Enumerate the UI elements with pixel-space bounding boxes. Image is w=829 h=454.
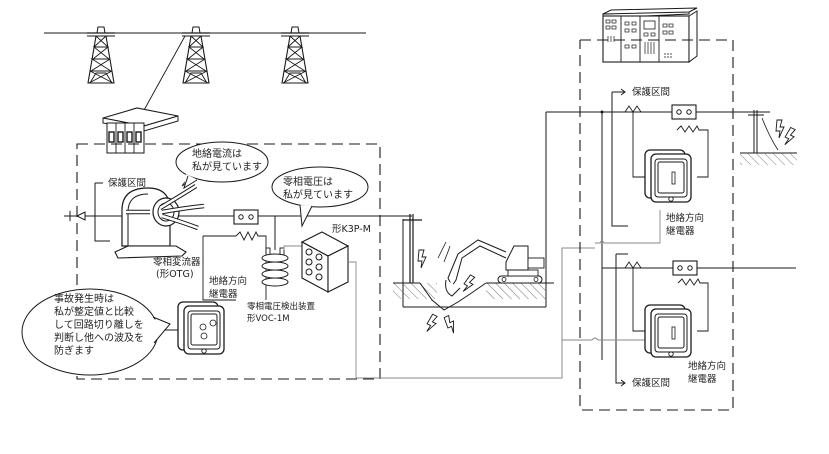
protection-zone-label-right-bottom: 保護区間 <box>632 378 671 389</box>
transmission-tower-icon <box>86 26 116 84</box>
voc-name-label: 零相電圧検出装置 <box>247 302 316 312</box>
k3p-model-label: 形K3P-M <box>332 224 371 235</box>
feeder-bottom <box>561 248 796 387</box>
distribution-pole-fault-icon <box>740 110 798 165</box>
bubble-voltage-line2: 私が見ています <box>283 190 353 201</box>
speech-bubble-zct <box>175 141 269 190</box>
transmission-tower-icon <box>181 26 211 84</box>
bubble-voltage-line1: 零相電圧は <box>283 177 333 188</box>
transmission-tower-icon <box>280 26 310 84</box>
bubble-zct-line1: 地絡電流は <box>192 149 242 160</box>
ground-directional-relay-icon <box>177 301 225 355</box>
relay-right-top-label-2: 継電器 <box>666 226 695 237</box>
bubble-zct-line2: 私が見ています <box>192 162 262 173</box>
cubicle-icon <box>102 107 179 154</box>
circuit-breaker-icon <box>672 260 698 276</box>
protection-zone-boundary-right <box>579 39 734 411</box>
bubble-relay-line4: 判断し他への波及を <box>54 333 144 344</box>
relay-right-bottom-label-2: 継電器 <box>688 374 717 385</box>
lightning-bolt-icon <box>775 119 785 139</box>
bubble-relay-line3: して回路切り離しを <box>54 320 144 331</box>
transmission-line <box>44 26 366 113</box>
ground-directional-relay-icon <box>644 149 692 203</box>
ground-directional-relay-icon <box>644 304 692 358</box>
relay-right-top-label-1: 地絡方向 <box>666 213 705 224</box>
feeder-top <box>546 88 758 360</box>
circuit-breker-icon <box>671 104 697 120</box>
zct-name-label: 零相変流器 <box>153 257 201 268</box>
zero-phase-voltage-detector-icon <box>261 216 305 287</box>
excavator-icon <box>445 239 545 297</box>
relay-left-label-2: 継電器 <box>209 289 238 300</box>
bubble-relay-line5: 防ぎます <box>54 346 94 357</box>
ground-fault-scene <box>380 112 554 335</box>
relay-right-bottom-label-1: 地絡方向 <box>688 361 727 372</box>
bubble-relay-line1: 事故発生時は <box>54 294 114 305</box>
speech-bubble-voltage <box>271 166 369 228</box>
k3p-m-unit-icon <box>300 231 357 378</box>
circuit-breaker-icon <box>233 209 259 225</box>
speech-bubble-relay <box>21 288 171 376</box>
protection-zone-label-right-top: 保護区間 <box>632 87 671 98</box>
relay-left-label-1: 地絡方向 <box>209 276 248 287</box>
bubble-relay-line2: 私が整定値と比較 <box>54 307 134 318</box>
lightning-bolt-icon <box>781 126 798 148</box>
protection-zone-label: 保護区間 <box>108 178 147 189</box>
lightning-bolt-icon <box>417 249 427 269</box>
relay-face-detail <box>199 319 217 340</box>
switchboard-panel-icon <box>602 7 698 63</box>
lightning-bolt-icon <box>423 313 440 334</box>
zct-icon <box>114 184 205 259</box>
lightning-bolt-icon <box>442 314 459 335</box>
protection-zone-boundary-left <box>76 143 381 380</box>
zct-model-label: (形OTG) <box>156 269 194 280</box>
voc-model-label: 形VOC-1M <box>247 314 290 324</box>
